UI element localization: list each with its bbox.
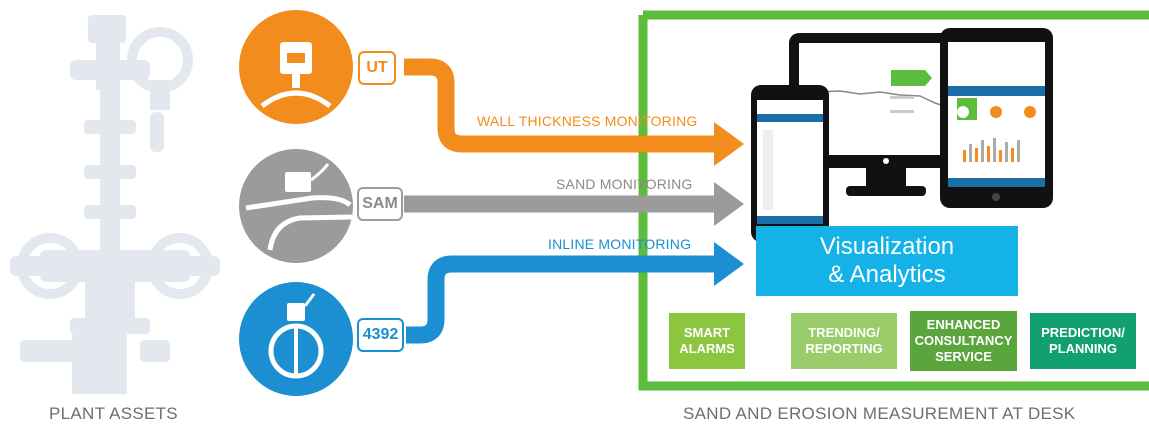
desk-measurement-caption: SAND AND EROSION MEASUREMENT AT DESK [683, 404, 1076, 423]
ut-arrow [404, 58, 722, 153]
inline-monitoring-label: INLINE MONITORING [548, 236, 692, 252]
ut-badge: UT [358, 51, 396, 85]
pipe-bend-sensor-icon [239, 149, 353, 263]
inline-flow-meter-icon [239, 282, 353, 396]
inline-badge: 4392 [357, 318, 404, 352]
plant-assets-caption: PLANT ASSETS [49, 404, 178, 423]
analytics-title-line2: & Analytics [828, 261, 946, 288]
wall-thickness-label: WALL THICKNESS MONITORING [477, 113, 698, 129]
tile-prediction-planning: PREDICTION/PLANNING [1030, 313, 1136, 369]
phone-desktop-tablet-icon [751, 28, 1053, 242]
sand-monitoring-label: SAND MONITORING [556, 176, 693, 192]
ultrasonic-clamp-icon [239, 10, 353, 124]
analytics-title-line1: Visualization [819, 233, 955, 260]
tile-trending-reporting: TRENDING/REPORTING [791, 313, 897, 369]
visualization-analytics-box: Visualization & Analytics [756, 226, 1018, 296]
inline-arrow [406, 255, 722, 344]
wellhead-tree-icon [10, 15, 220, 394]
sam-badge: SAM [357, 187, 403, 221]
